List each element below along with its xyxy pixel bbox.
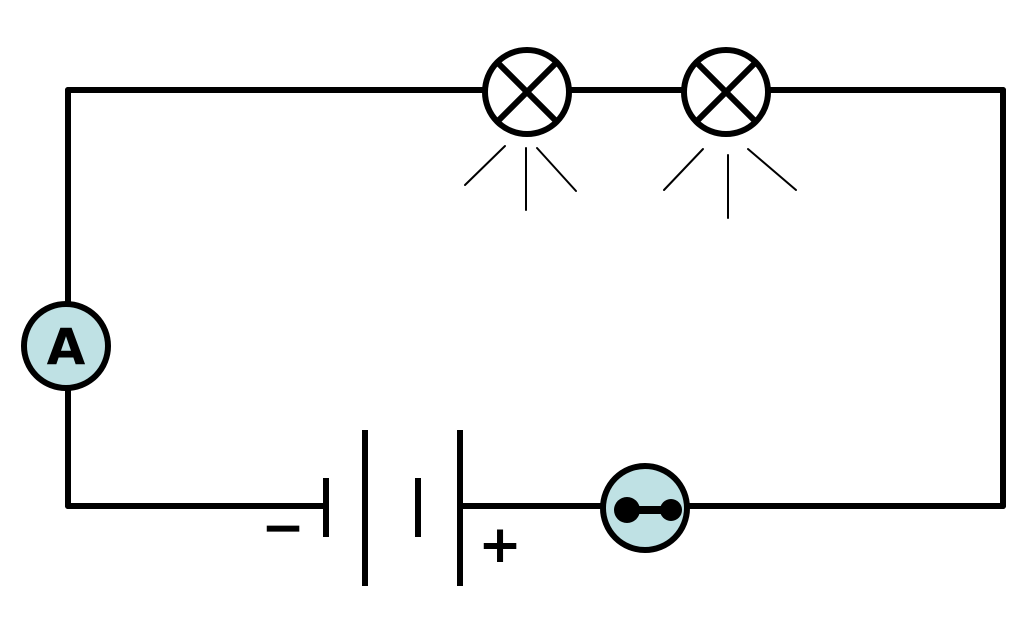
lamp-icon (464, 47, 577, 211)
ammeter-ring (21, 301, 111, 391)
lamp-1-ray-left (464, 145, 506, 186)
ammeter-label: A (47, 318, 86, 376)
switch-icon (600, 463, 690, 553)
lamp-1-ray-right (536, 147, 577, 192)
lamp-icon (663, 47, 797, 219)
battery-positive-label: + (478, 515, 522, 575)
lamp-2-ray-right (747, 148, 797, 191)
switch-contact-right (660, 499, 682, 521)
lamp-2-ray-left (663, 148, 704, 191)
wiring (65, 87, 1006, 509)
ammeter-icon: A (21, 301, 111, 391)
lamp-1-cross-b (495, 60, 559, 124)
lamp-2-cross-b (694, 60, 758, 124)
battery-icon: − + (261, 430, 522, 586)
switch-contact-left (614, 497, 640, 523)
battery-negative-label: − (261, 498, 305, 558)
